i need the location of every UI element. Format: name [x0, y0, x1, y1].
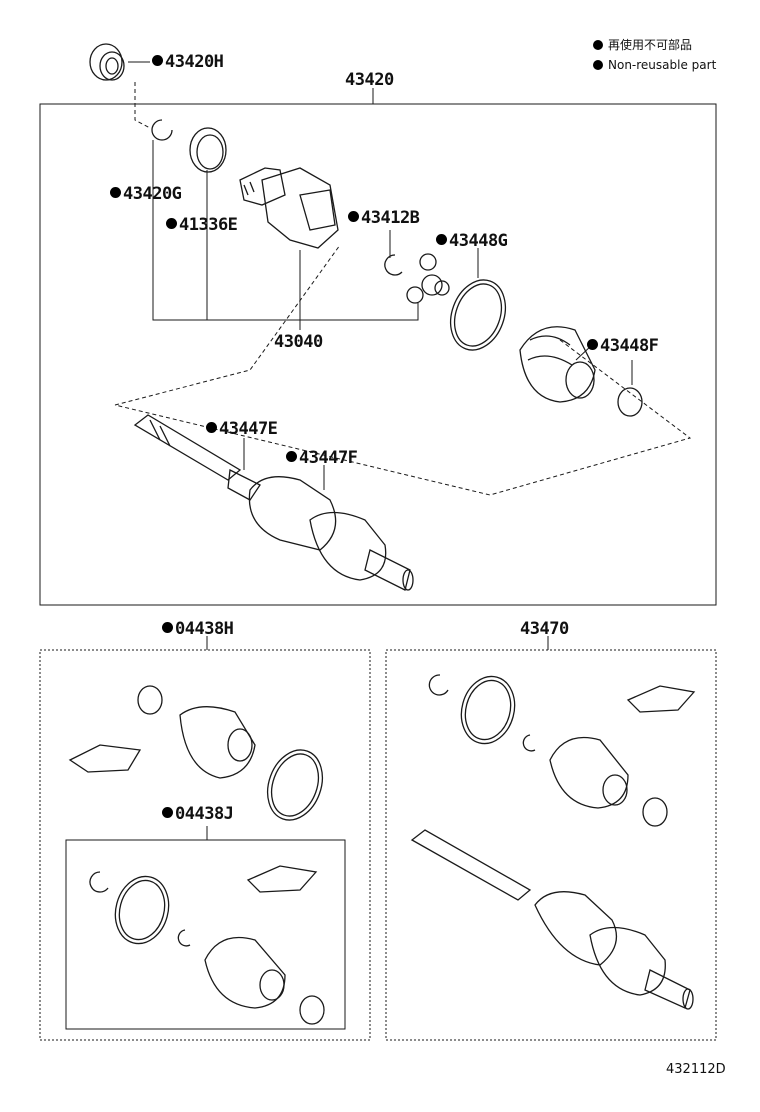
- drive-shaft-43420: [133, 414, 414, 591]
- kit-04438H-parts: [68, 685, 324, 821]
- part-label-04438J[interactable]: 04438J: [162, 804, 234, 824]
- part-label-43448F[interactable]: 43448F: [587, 336, 659, 356]
- part-label-43448G[interactable]: 43448G: [436, 231, 508, 251]
- non-reusable-marker-icon: [162, 807, 173, 818]
- ring-41336E: [189, 127, 227, 173]
- non-reusable-marker-icon: [593, 40, 603, 50]
- non-reusable-marker-icon: [286, 451, 297, 462]
- figure-id: 432112D: [666, 1062, 726, 1077]
- part-label-43420G[interactable]: 43420G: [110, 184, 182, 204]
- part-label-43420[interactable]: 43420: [345, 71, 394, 89]
- part-label-43447E[interactable]: 43447E: [206, 419, 278, 439]
- part-label-41336E[interactable]: 41336E: [166, 215, 238, 235]
- snap-ring-43412B: [384, 254, 403, 276]
- non-reusable-marker-icon: [110, 187, 121, 198]
- tripod-joint: [406, 253, 450, 304]
- part-number: 04438H: [175, 619, 234, 639]
- part-number: 43412B: [361, 208, 420, 228]
- legend-jp: 再使用不可部品: [593, 38, 692, 52]
- part-number: 04438J: [175, 804, 234, 824]
- part-label-43470[interactable]: 43470: [520, 620, 569, 638]
- small-clamp: [617, 387, 643, 417]
- inboard-joint-housing: [239, 167, 339, 249]
- part-label-43447F[interactable]: 43447F: [286, 448, 358, 468]
- non-reusable-marker-icon: [166, 218, 177, 229]
- part-number: 43448F: [600, 336, 659, 356]
- part-number: 43448G: [449, 231, 508, 251]
- exploded-outline: [114, 244, 692, 496]
- part-number: 43420H: [165, 52, 224, 72]
- non-reusable-marker-icon: [152, 55, 163, 66]
- assembly-43470-parts: [410, 674, 696, 1010]
- snap-ring-43420G: [151, 119, 173, 141]
- part-label-04438H[interactable]: 04438H: [162, 619, 234, 639]
- part-number: 41336E: [179, 215, 238, 235]
- non-reusable-marker-icon: [436, 234, 447, 245]
- part-number: 43420G: [123, 184, 182, 204]
- leader-lines: [128, 61, 633, 840]
- kit-frame-04438H: [39, 649, 371, 1041]
- kit-04438J-parts: [89, 865, 325, 1025]
- legend-en-text: Non-reusable part: [608, 58, 717, 72]
- kit-frame-04438J: [65, 839, 346, 1030]
- part-number: 43447F: [299, 448, 358, 468]
- non-reusable-marker-icon: [593, 60, 603, 70]
- part-number: 43420: [345, 70, 394, 90]
- oil-seal-43420H: [89, 43, 125, 81]
- part-label-43040[interactable]: 43040: [274, 333, 323, 351]
- part-number: 43447E: [219, 419, 278, 439]
- non-reusable-marker-icon: [587, 339, 598, 350]
- legend-en: Non-reusable part: [593, 58, 716, 72]
- non-reusable-marker-icon: [206, 422, 217, 433]
- part-label-43412B[interactable]: 43412B: [348, 208, 420, 228]
- assembly-frame-43420: [39, 103, 717, 606]
- non-reusable-marker-icon: [348, 211, 359, 222]
- assembly-frame-43470: [385, 649, 717, 1041]
- part-number: 43470: [520, 619, 569, 639]
- boot: [519, 326, 596, 403]
- part-label-43420H[interactable]: 43420H: [152, 52, 224, 72]
- band-clamp-43448G: [449, 279, 507, 351]
- non-reusable-marker-icon: [162, 622, 173, 633]
- legend-jp-text: 再使用不可部品: [608, 38, 693, 52]
- part-number: 43040: [274, 332, 323, 352]
